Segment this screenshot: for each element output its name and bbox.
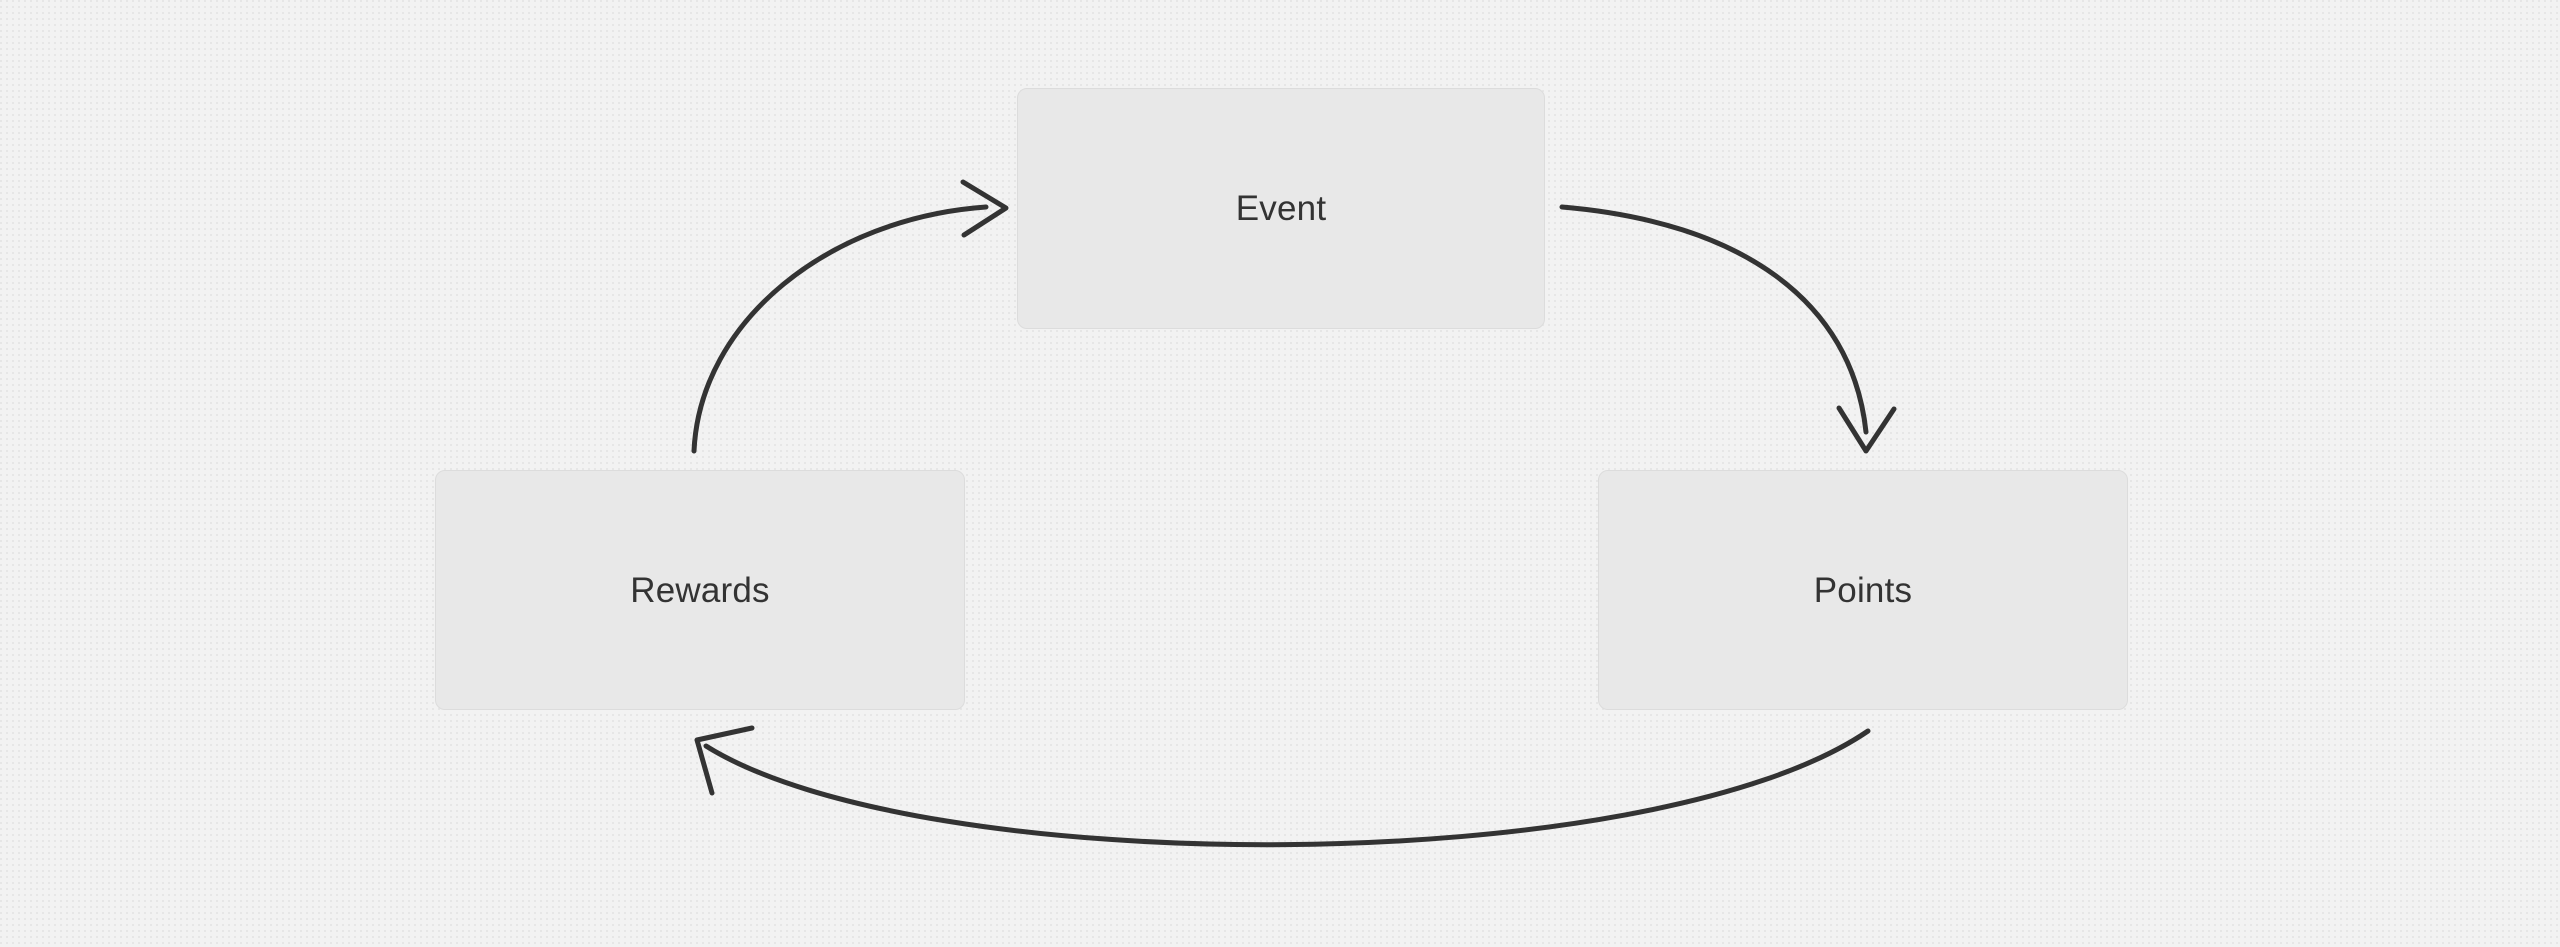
- edge-points-to-rewards-line: [703, 728, 1871, 848]
- edge-event-to-points-arrowhead: [1836, 405, 1897, 454]
- edge-rewards-to-event: [691, 179, 1009, 454]
- edge-points-to-rewards-arrowhead: [694, 725, 755, 796]
- node-rewards-label: Rewards: [630, 570, 770, 610]
- node-points[interactable]: Points: [1598, 470, 2128, 710]
- node-points-label: Points: [1813, 570, 1913, 610]
- edge-points-to-rewards: [694, 725, 1871, 848]
- edge-event-to-points: [1559, 204, 1897, 454]
- edge-event-to-points-line: [1559, 204, 1869, 435]
- node-event[interactable]: Event: [1017, 88, 1545, 329]
- node-event-label: Event: [1235, 189, 1327, 228]
- node-rewards[interactable]: Rewards: [435, 470, 965, 710]
- edge-rewards-to-event-arrowhead: [960, 179, 1009, 238]
- edge-rewards-to-event-line: [691, 204, 989, 454]
